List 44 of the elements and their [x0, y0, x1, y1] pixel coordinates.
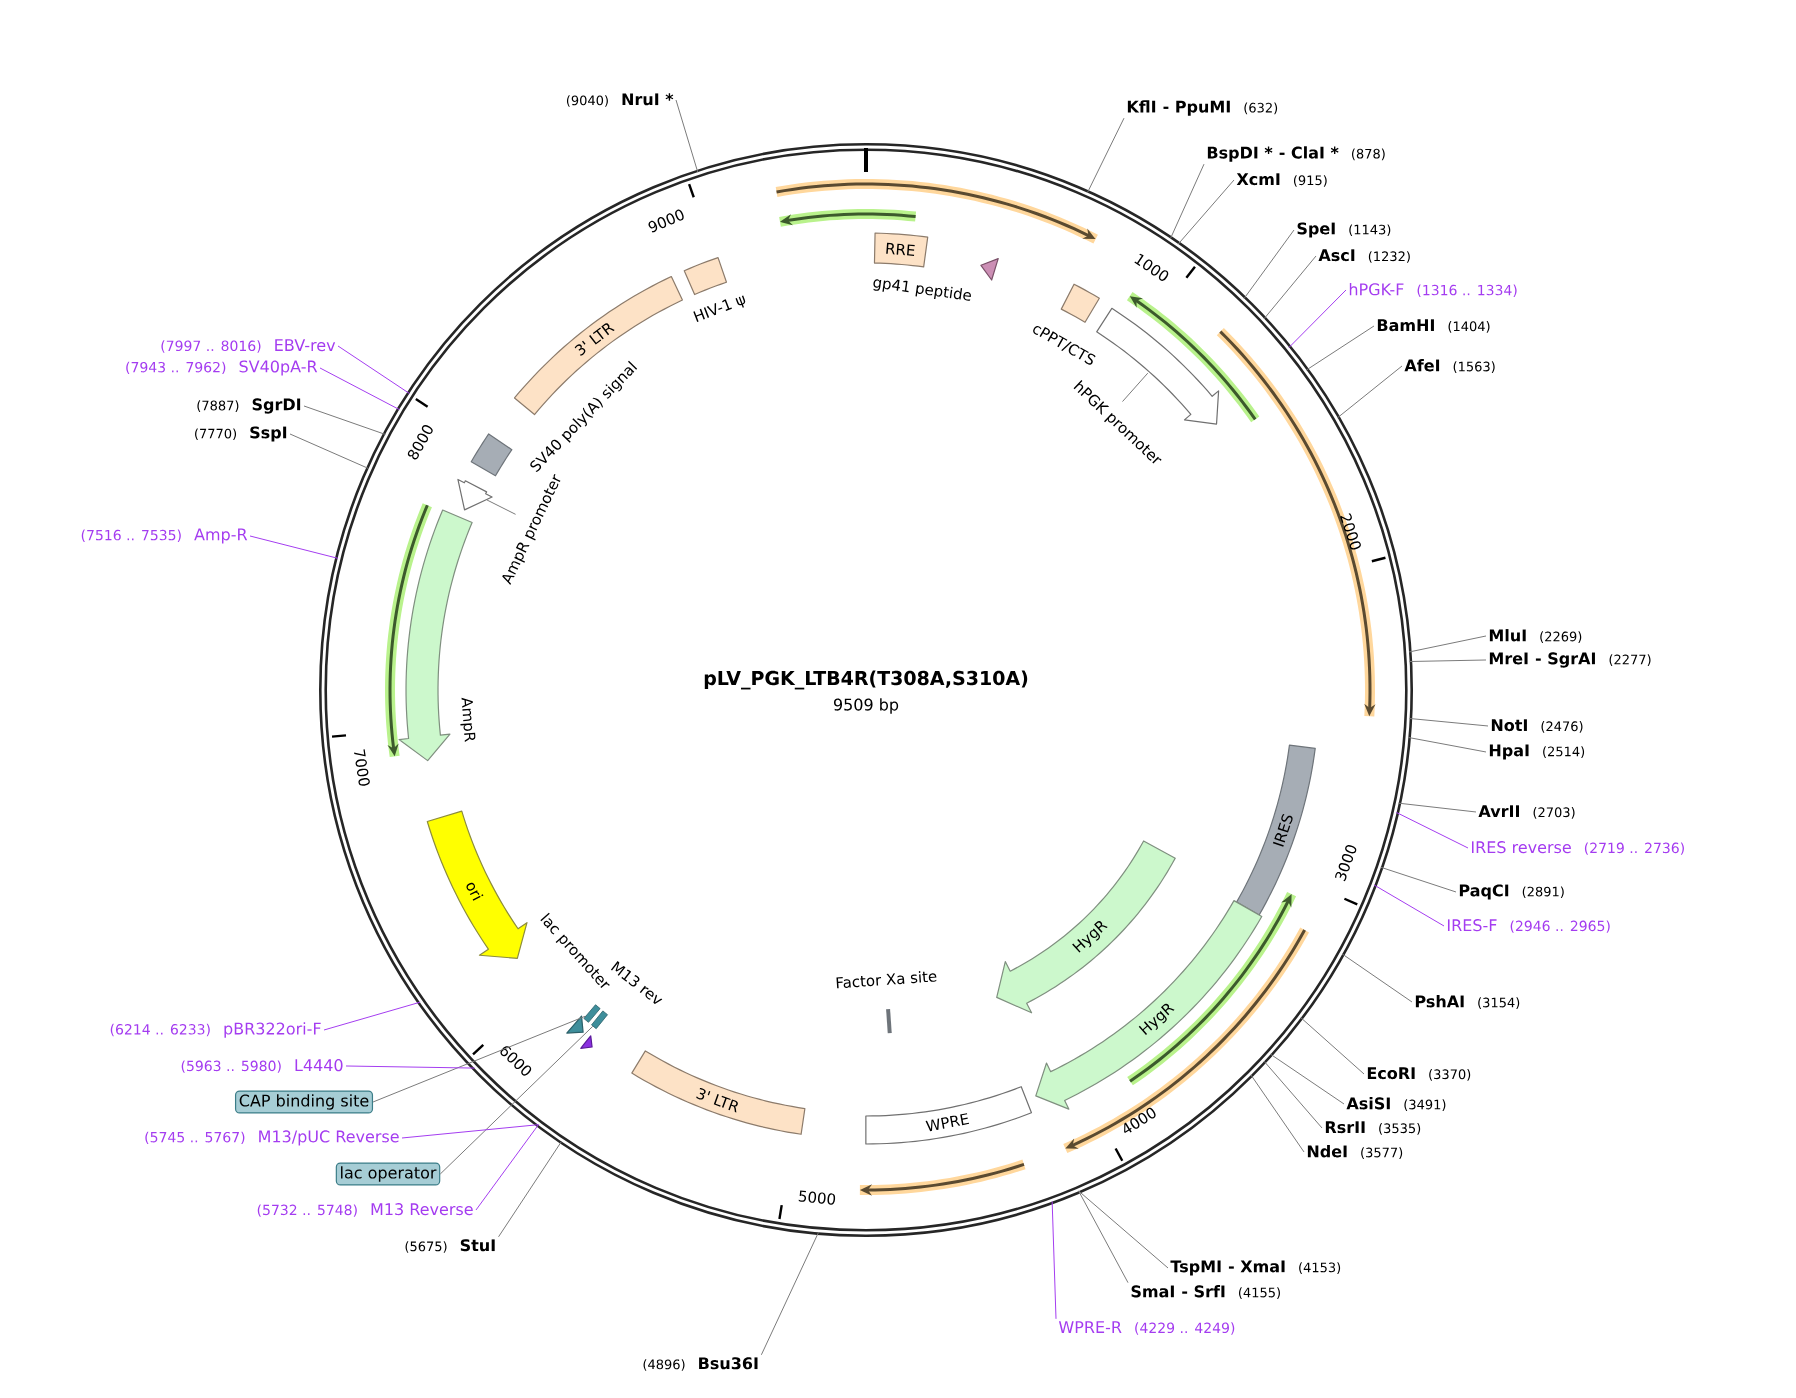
leader-line — [675, 99, 699, 173]
leader-line — [1397, 802, 1477, 813]
leader-line — [1373, 884, 1445, 927]
leader-line — [319, 367, 400, 411]
leader-line — [1086, 117, 1125, 194]
leader-line — [1051, 1200, 1057, 1320]
leader-line — [303, 405, 386, 435]
plasmid-name: pLV_PGK_LTB4R(T308A,S310A) — [704, 670, 1028, 690]
feature-label-box: lac operator — [335, 1162, 441, 1186]
leader-line — [1270, 1053, 1345, 1105]
leader-line — [1250, 1074, 1305, 1153]
leader-line — [1263, 255, 1317, 320]
leader-line — [1409, 659, 1487, 662]
leader-line — [372, 1015, 586, 1103]
leader-line — [498, 1140, 563, 1238]
leader-line — [1395, 811, 1469, 849]
leader-line — [1177, 179, 1235, 245]
leader-line — [1380, 866, 1457, 893]
leader-line — [1169, 163, 1205, 240]
leader-line — [1078, 1190, 1129, 1284]
leader-line — [439, 1025, 594, 1175]
leader-line — [323, 1001, 421, 1031]
leader-line — [1341, 953, 1413, 1003]
leader-line — [1408, 635, 1487, 653]
leader-line — [1305, 325, 1375, 371]
feature-label-box: CAP binding site — [235, 1090, 374, 1114]
leader-line — [1263, 1060, 1323, 1129]
leader-line — [337, 345, 411, 395]
leader-line — [760, 1231, 820, 1356]
feature-box — [583, 1004, 601, 1023]
leader-line — [475, 1124, 539, 1211]
leader-line — [1336, 365, 1403, 419]
leader-line — [289, 433, 370, 470]
leader-line — [1409, 717, 1489, 727]
leader-line — [1300, 1017, 1365, 1075]
leader-line — [1288, 289, 1347, 348]
feature-box — [591, 1010, 608, 1030]
leader-line — [345, 1065, 475, 1069]
plasmid-length: 9509 bp — [833, 698, 899, 714]
leader-line — [1407, 736, 1487, 753]
leader-line — [1243, 229, 1295, 299]
leader-line — [401, 1124, 539, 1139]
leader-line — [1078, 1190, 1169, 1269]
leader-line — [249, 535, 339, 559]
